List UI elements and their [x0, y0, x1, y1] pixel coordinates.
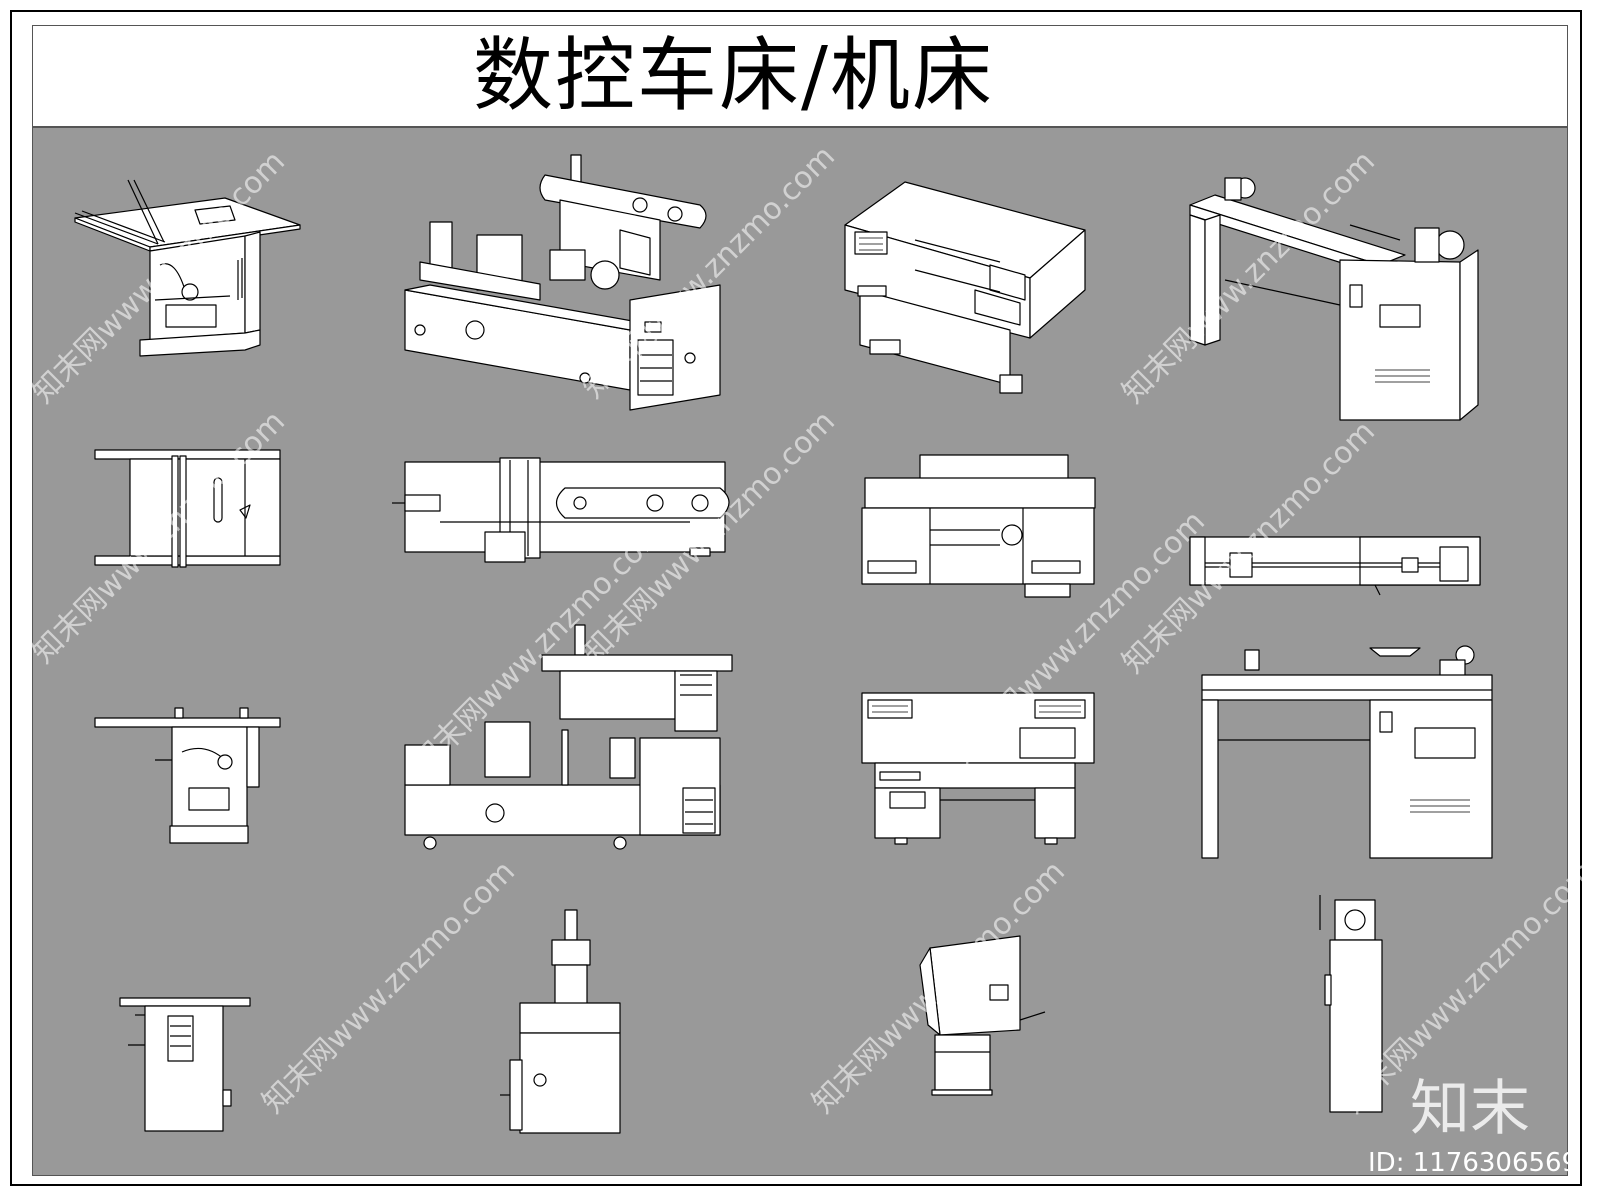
brand-logo: 知末 [1410, 1074, 1530, 1144]
cnc-lathe-front [861, 692, 1095, 845]
mill-lathe-side [500, 909, 621, 1134]
mill-lathe-iso [404, 154, 721, 411]
table-saw-side [119, 997, 251, 1132]
id-label: ID: 1176306569 [1368, 1148, 1579, 1178]
cnc-lathe-top [861, 454, 1096, 598]
wood-lathe-top [1189, 536, 1481, 596]
wood-lathe-iso [1189, 177, 1479, 421]
table-saw-front [94, 707, 281, 844]
wood-lathe-side [1319, 895, 1383, 1113]
wood-lathe-front [1201, 645, 1493, 859]
cnc-lathe-side [919, 935, 1046, 1096]
table-saw-iso [74, 179, 301, 357]
cnc-lathe-iso [844, 181, 1086, 394]
table-saw-top [94, 449, 281, 568]
drawing-canvas [32, 127, 1568, 1176]
mill-lathe-top [392, 457, 730, 563]
mill-lathe-front [404, 624, 733, 850]
page-title: 数控车床/机床 [473, 29, 994, 122]
title-bar: 数控车床/机床 [32, 25, 1568, 127]
